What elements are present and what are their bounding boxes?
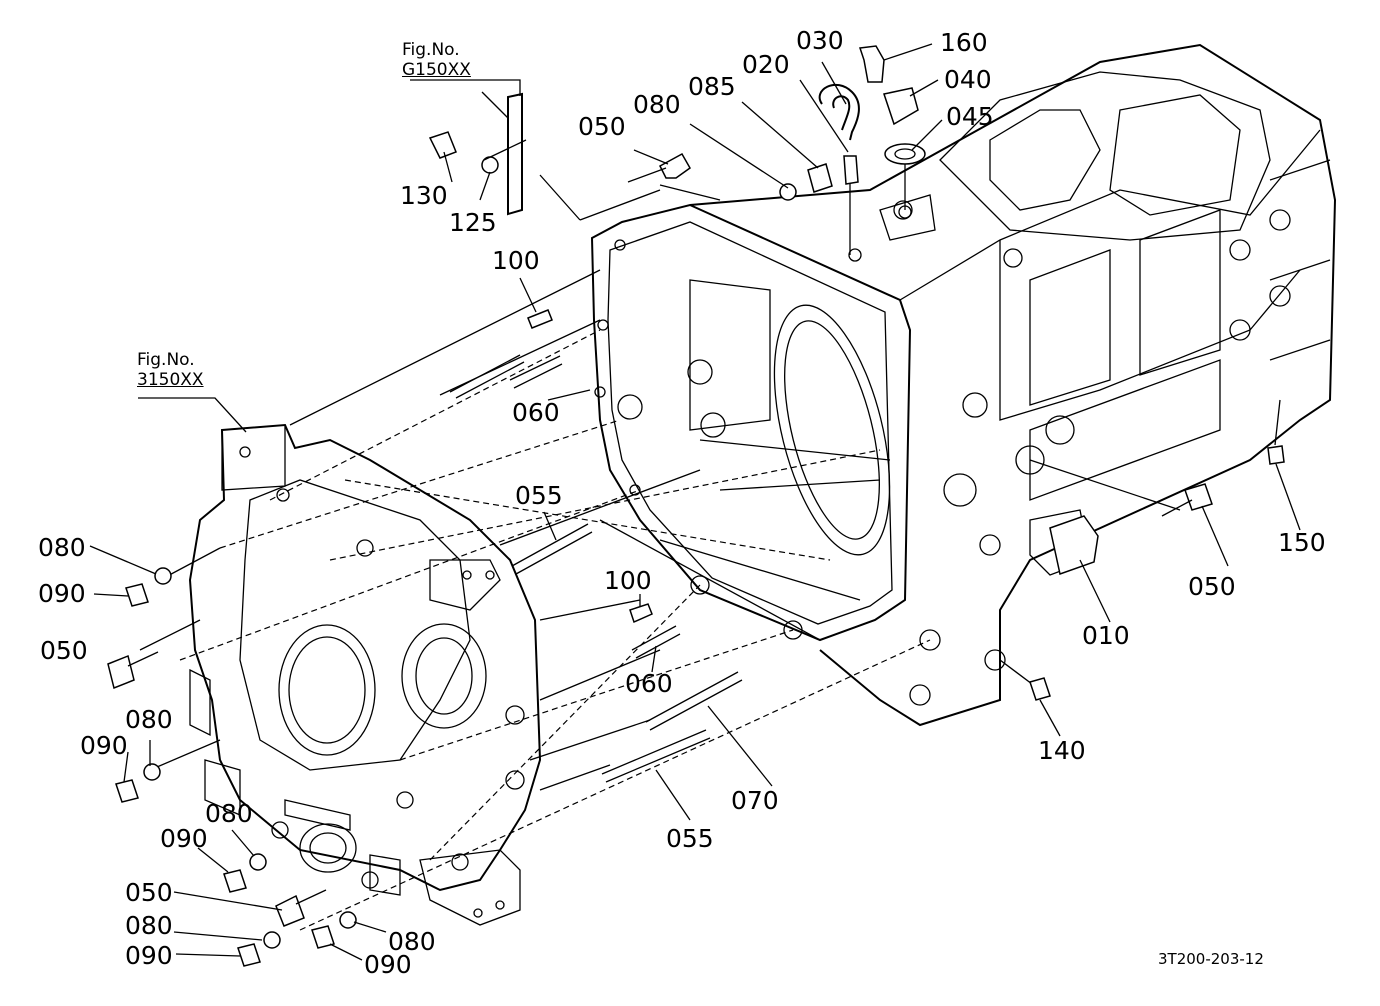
part-label-160: 160 [940, 28, 988, 57]
part-label-100: 100 [492, 246, 540, 275]
part-label-055: 055 [666, 824, 714, 853]
part-label-090: 090 [160, 824, 208, 853]
part-label-050: 050 [578, 112, 626, 141]
front-cover [188, 423, 542, 926]
part-label-070: 070 [731, 786, 779, 815]
assembly-lines [139, 160, 1281, 931]
drawing-code: 3T200-203-12 [1158, 950, 1264, 968]
part-label-020: 020 [742, 50, 790, 79]
part-label-040: 040 [944, 65, 992, 94]
part-label-080: 080 [125, 705, 173, 734]
part-label-060: 060 [625, 669, 673, 698]
part-label-050: 050 [125, 878, 173, 907]
part-label-050: 050 [1188, 572, 1236, 601]
part-label-055: 055 [515, 481, 563, 510]
part-label-140: 140 [1038, 736, 1086, 765]
figure-ref-g150: Fig.No. G150XX [402, 40, 471, 80]
part-label-090: 090 [38, 579, 86, 608]
part-label-090: 090 [80, 731, 128, 760]
part-label-100: 100 [604, 566, 652, 595]
hardware [107, 45, 1285, 967]
figure-ref-line1: Fig.No. [137, 350, 195, 370]
figure-ref-line2: 3150XX [137, 370, 204, 390]
part-label-080: 080 [388, 927, 436, 956]
part-label-030: 030 [796, 26, 844, 55]
part-label-080: 080 [205, 799, 253, 828]
part-label-150: 150 [1278, 528, 1326, 557]
part-label-130: 130 [400, 181, 448, 210]
figure-ref-line2: G150XX [402, 60, 471, 80]
figure-ref-line1: Fig.No. [402, 40, 460, 60]
part-label-045: 045 [946, 102, 994, 131]
part-label-080: 080 [633, 90, 681, 119]
figure-ref-3150: Fig.No. 3150XX [137, 350, 204, 390]
part-label-080: 080 [38, 533, 86, 562]
part-label-085: 085 [688, 72, 736, 101]
leader-lines [89, 43, 1301, 961]
part-label-125: 125 [449, 208, 497, 237]
part-label-060: 060 [512, 398, 560, 427]
part-label-050: 050 [40, 636, 88, 665]
part-label-080: 080 [125, 911, 173, 940]
part-label-090: 090 [125, 941, 173, 970]
transmission-case [590, 43, 1337, 727]
part-label-010: 010 [1082, 621, 1130, 650]
part-label-090: 090 [364, 950, 412, 979]
